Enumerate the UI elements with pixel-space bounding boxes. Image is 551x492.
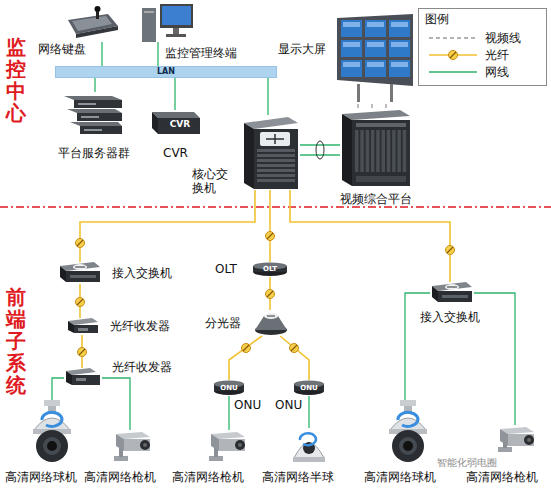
device-label: 监控管理终端: [165, 46, 237, 60]
device-label: CVR: [163, 146, 188, 160]
connector: [78, 335, 87, 368]
device-node: OLTOLT: [252, 262, 288, 277]
device-node: 分光器: [254, 310, 288, 336]
srv-icon: [62, 92, 124, 138]
connector: [280, 336, 309, 380]
device-node: 核心交换机: [240, 115, 300, 190]
device-label: 视频综合平台: [340, 192, 412, 206]
device-node: 平台服务器群: [62, 92, 124, 138]
connector: [266, 277, 275, 310]
icon-text: CVR: [158, 119, 202, 130]
icon-text: ONU: [213, 384, 245, 393]
core-icon: [240, 115, 300, 190]
device-label: 高清网络枪机: [466, 470, 538, 484]
watermark: 智能化弱电圈: [437, 457, 497, 469]
device-node: 光纤收发器: [66, 318, 100, 335]
device-label: 平台服务器群: [58, 146, 130, 160]
device-node: 视频综合平台: [340, 108, 412, 188]
device-label: 接入交换机: [420, 310, 480, 324]
device-node: 高清网络球机: [384, 400, 432, 464]
section-title: 前端子系统: [6, 286, 26, 396]
device-label: 分光器: [205, 316, 241, 330]
device-node: 显示大屏: [335, 14, 415, 102]
device-node: CVRCVR: [148, 110, 202, 136]
connector: [229, 336, 262, 380]
device-label: OLT: [215, 262, 237, 276]
connector: [405, 293, 430, 400]
dome-icon: [28, 400, 76, 464]
device-node: 光纤收发器: [64, 368, 102, 387]
device-node: 接入交换机: [58, 262, 102, 284]
half-icon: [290, 428, 328, 464]
device-node: 高清网络半球: [290, 428, 328, 464]
bullet-icon: [205, 430, 249, 462]
section-title: 监控中心: [6, 36, 26, 124]
bullet-icon: [494, 425, 538, 453]
connector: [158, 42, 159, 66]
device-label: 核心交换机: [192, 167, 230, 195]
device-node: 接入交换机: [430, 282, 474, 304]
connector: [358, 102, 386, 108]
connector: [76, 190, 256, 262]
legend-text: 光纤: [485, 48, 509, 62]
device-node: ONUONU: [293, 380, 325, 396]
device-label: ONU: [234, 398, 261, 412]
connector: [102, 378, 130, 430]
icon-text: OLT: [252, 265, 288, 274]
legend-box: 图例视频线光纤网线: [418, 8, 547, 86]
device-node: ONUONU: [213, 380, 245, 396]
device-label: 高清网络球机: [5, 470, 77, 484]
device-label: 光纤收发器: [112, 360, 172, 374]
split-icon: [254, 310, 288, 336]
sw-icon: [58, 262, 102, 284]
device-label: 网络键盘: [38, 42, 86, 56]
icon-text: ONU: [293, 384, 325, 393]
legend-text: 视频线: [485, 31, 521, 45]
device-label: 显示大屏: [278, 42, 326, 56]
icon-text: LAN: [55, 67, 277, 77]
sw-icon: [430, 282, 474, 304]
device-node: LAN: [55, 66, 277, 78]
connector: [102, 42, 103, 66]
device-label: 接入交换机: [112, 266, 172, 280]
device-node: 高清网络枪机: [205, 430, 249, 462]
tx-icon: [66, 318, 100, 335]
connector: [175, 78, 176, 110]
connector: [268, 78, 269, 115]
pc-icon: [140, 2, 195, 42]
tx-icon: [64, 368, 102, 387]
legend-text: 网线: [485, 65, 509, 79]
wall-icon: [335, 14, 415, 102]
device-label: 光纤收发器: [110, 319, 170, 333]
bullet-icon: [110, 430, 154, 462]
connector: [76, 284, 85, 318]
connector: [300, 141, 340, 159]
device-label: 高清网络枪机: [84, 470, 156, 484]
device-label: 高清网络半球: [262, 470, 334, 484]
kbd-icon: [62, 6, 118, 42]
device-label: 高清网络枪机: [172, 470, 244, 484]
connector: [95, 78, 96, 92]
device-node: 高清网络球机: [28, 400, 76, 464]
connector: [229, 396, 230, 430]
device-label: 高清网络球机: [364, 470, 436, 484]
connector: [309, 396, 310, 428]
divider-line: [0, 206, 551, 207]
connector: [290, 190, 455, 282]
vplat-icon: [340, 108, 412, 188]
dome-icon: [384, 400, 432, 464]
device-node: 高清网络枪机: [110, 430, 154, 462]
device-node: 高清网络枪机: [494, 425, 538, 453]
legend-sample: [429, 38, 477, 39]
connector: [474, 293, 515, 425]
connector: [266, 190, 275, 262]
device-label: ONU: [275, 398, 302, 412]
device-node: 监控管理终端: [140, 2, 195, 42]
device-node: 网络键盘: [62, 6, 118, 42]
legend-sample: [429, 51, 477, 60]
legend-title: 图例: [425, 12, 449, 26]
connector: [52, 378, 64, 400]
legend-sample: [429, 72, 477, 73]
